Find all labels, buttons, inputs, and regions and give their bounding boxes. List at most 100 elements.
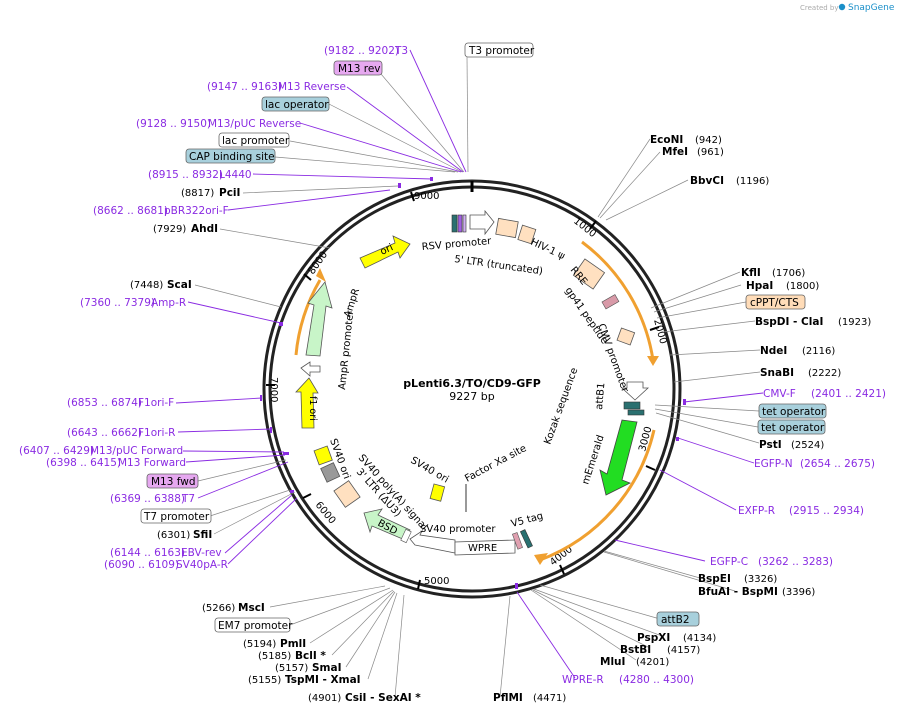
primer-name: L4440 <box>219 169 252 181</box>
feature-box <box>214 617 291 633</box>
enzyme-pos: (1800) <box>786 281 819 292</box>
feature-box-text: EM7 promoter <box>218 620 293 632</box>
primer-pos: (8915 .. 8932) <box>148 169 223 181</box>
hiv-label: HIV-1 ψ <box>529 237 567 263</box>
primer-pos: (6090 .. 6109) <box>104 559 179 571</box>
gp41-label: gp41 peptide <box>563 285 610 346</box>
feature-box-text: CAP binding site <box>189 151 275 163</box>
primer-name: T7 <box>181 493 195 505</box>
feature-box <box>333 60 383 76</box>
enzyme-name: MscI <box>238 602 265 614</box>
enzyme-name: BspEI <box>698 573 731 585</box>
primer-pos: (6398 .. 6415) <box>46 457 121 469</box>
enzyme-name: BstBI <box>620 644 651 656</box>
inner-features: SV40 ori Factor Xa site <box>409 443 528 512</box>
primer-name: EGFP-C <box>710 556 748 568</box>
enzyme-pos: (4134) <box>683 633 716 644</box>
primer-pos: (4280 .. 4300) <box>619 674 694 686</box>
enzyme-pos: (3396) <box>782 587 815 598</box>
primer-pos: (9147 .. 9163) <box>207 81 282 93</box>
watermark-brand: SnapGene <box>848 3 895 13</box>
enzyme-name: ScaI <box>167 279 192 291</box>
enzyme-name: PstI <box>759 439 782 451</box>
primer-name: EBV-rev <box>181 547 222 559</box>
primer-pos: (3262 .. 3283) <box>758 556 833 568</box>
enzyme-name: PmlI <box>280 638 306 650</box>
enzyme-pos: (5157) <box>275 663 308 674</box>
feature-box <box>758 403 827 419</box>
rsv-label: RSV promoter <box>421 236 492 253</box>
feature-box <box>218 132 290 148</box>
leader-lines <box>175 49 764 698</box>
watermark-text: Created by <box>800 4 839 12</box>
feature-box-text: T7 promoter <box>143 511 210 523</box>
primer-name: Amp-R <box>151 297 186 309</box>
enzyme-name: BfuAI - BspMI <box>698 586 778 598</box>
enzyme-pos: (2222) <box>808 368 841 379</box>
enzyme-pos: (1923) <box>838 317 871 328</box>
feature-box <box>185 148 276 164</box>
primer-name: M13 Reverse <box>278 81 346 93</box>
primer-pos: (9182 .. 9202) <box>324 45 399 57</box>
primer-name: SV40pA-R <box>176 559 228 571</box>
enzyme-pos: (4901) <box>308 693 341 704</box>
feature-box <box>140 508 212 524</box>
tick-label: 6000 <box>313 500 338 527</box>
primer-name: pBR322ori-F <box>164 205 229 217</box>
enzyme-name: TspMI - XmaI <box>285 674 361 686</box>
orange-arcs <box>294 240 656 562</box>
plasmid-name: pLenti6.3/TO/CD9-GFP <box>403 377 541 390</box>
enzyme-pos: (6301) <box>157 530 190 541</box>
enzyme-pos: (8817) <box>181 188 214 199</box>
enzyme-name: CsiI - SexAI * <box>345 692 421 704</box>
primer-name: M13/pUC Reverse <box>208 118 301 130</box>
f1ori-label: f1 ori <box>307 396 318 421</box>
tick-label: 7000 <box>268 377 279 402</box>
enzyme-pos: (5266) <box>202 603 235 614</box>
feature-box-text: M13 rev <box>338 63 381 75</box>
feature-box <box>745 294 806 310</box>
enzyme-name: BbvCI <box>690 175 724 187</box>
feature-box <box>464 42 534 58</box>
enzyme-pos: (7448) <box>130 280 163 291</box>
primer-pos: (2401 .. 2421) <box>811 388 886 400</box>
enzyme-name: NdeI <box>760 345 787 357</box>
wpre-feature: WPRE <box>454 539 516 556</box>
enzyme-name: HpaI <box>746 280 773 292</box>
enzyme-name: SnaBI <box>760 367 794 379</box>
primer-pos: (9128 .. 9150) <box>136 118 211 130</box>
primer-name: WPRE-R <box>562 674 604 686</box>
primer-name: EXFP-R <box>738 505 775 517</box>
enzyme-name: PflMI <box>493 692 523 704</box>
primer-pos: (6407 .. 6429) <box>19 445 94 457</box>
enzyme-name: KflI <box>741 267 761 279</box>
snapgene-logo-icon <box>838 3 846 11</box>
enzyme-name: SmaI <box>312 662 342 674</box>
enzyme-pos: (2116) <box>802 346 835 357</box>
enzyme-pos: (3326) <box>744 574 777 585</box>
primer-name: M13/pUC Forward <box>90 445 183 457</box>
sv40prom-label: SV40 promoter <box>420 524 496 535</box>
enzyme-name: PciI <box>219 187 240 199</box>
enzyme-name: AhdI <box>191 223 218 235</box>
amp-promoter-label: AmpR promoter <box>337 309 356 390</box>
feature-box-text: tet operator <box>761 422 825 434</box>
kozak-label: Kozak sequence <box>542 366 580 446</box>
primer-name: T3 <box>394 45 408 57</box>
orange-arc-arrowheads <box>316 268 659 565</box>
enzyme-pos: (4201) <box>636 657 669 668</box>
primer-name: F1ori-R <box>138 427 175 439</box>
factorxa-label: Factor Xa site <box>463 443 528 485</box>
primer-pos: (6853 .. 6874) <box>67 397 142 409</box>
attb1-label: attB1 <box>594 382 607 410</box>
wpre-label: WPRE <box>468 543 497 554</box>
feature-box-text: attB2 <box>661 614 690 626</box>
primer-pos: (6643 .. 6662) <box>67 427 142 439</box>
enzyme-pos: (4471) <box>533 693 566 704</box>
feature-box <box>146 473 199 489</box>
f1ori-feature: f1 ori <box>295 377 319 429</box>
primer-pos: (6369 .. 6388) <box>110 493 185 505</box>
bsd-feature: BSD <box>363 508 412 544</box>
enzyme-pos: (4157) <box>667 645 700 656</box>
